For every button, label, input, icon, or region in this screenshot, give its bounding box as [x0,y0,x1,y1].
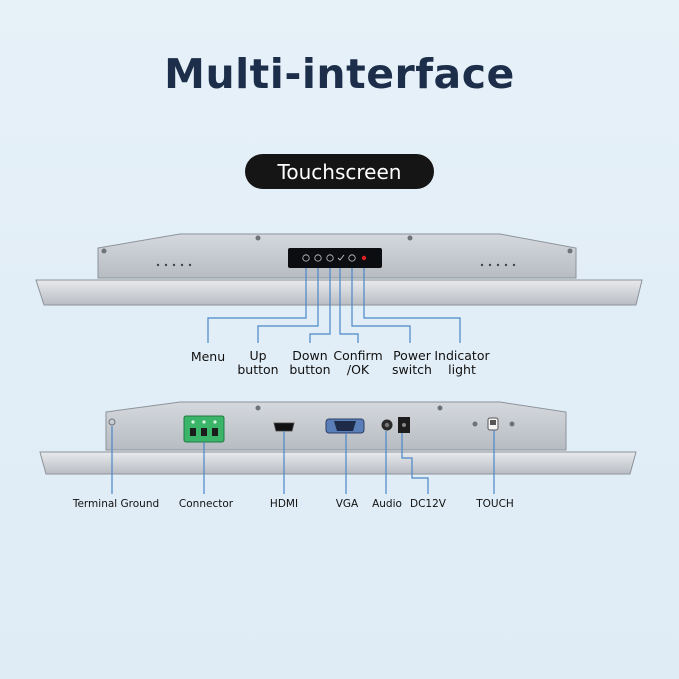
front-leader-lines [207,268,461,343]
screw-icon [509,421,515,427]
audio-label: Audio [372,498,402,510]
screw-icon [255,405,261,411]
hdmi-label: HDMI [269,498,299,510]
hdmi-port-icon [273,422,295,432]
vent-dots-left [156,263,192,267]
power-button-icon [348,254,356,262]
screw-icon [407,235,413,241]
audio-jack-icon [381,419,393,431]
screw-icon [108,418,116,426]
up-button-icon [314,254,322,262]
touchscreen-badge: Touchscreen [245,154,434,189]
button-bar [288,248,382,268]
vga-label: VGA [335,498,359,510]
usb-b-port-icon [487,417,499,431]
dc12v-label: DC12V [410,498,446,510]
screw-icon [472,421,478,427]
menu-button-icon [302,254,310,262]
rear-panel-device [39,401,637,475]
screw-icon [567,248,573,254]
menu-label: Menu [190,349,226,364]
vga-port-icon [325,418,365,434]
terminal-ground-label: Terminal Ground [72,498,160,510]
touchscreen-badge-label: Touchscreen [277,159,402,184]
page-title: Multi-interface [164,50,515,98]
indicator-light-icon [361,255,367,261]
touch-label: TOUCH [476,498,514,510]
screw-icon [255,235,261,241]
front-panel-device [35,233,643,306]
terminal-connector-icon [183,415,225,443]
rear-leader-lines [111,426,495,494]
vent-dots-right [480,263,516,267]
confirm-button-icon [337,254,345,261]
down-button-icon [326,254,334,262]
connector-label: Connector [178,498,234,510]
confirm-ok-label: Confirm/OK [333,348,383,377]
screw-icon [101,248,107,254]
dc-power-jack-icon [398,417,410,433]
screw-icon [437,405,443,411]
